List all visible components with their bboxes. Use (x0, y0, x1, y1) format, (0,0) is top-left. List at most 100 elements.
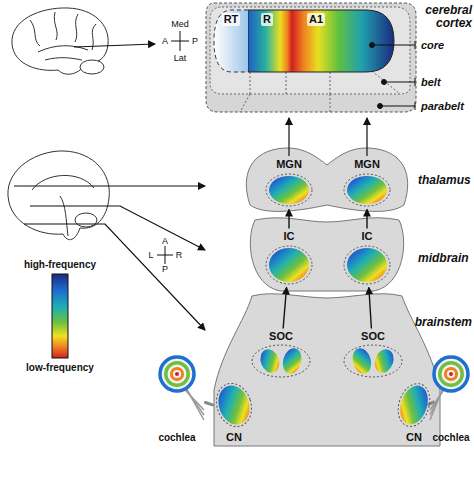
node-label: MGN (354, 158, 380, 171)
midbrain-shape (250, 218, 403, 291)
region-label: midbrain (418, 252, 469, 265)
pathway-arrow (366, 210, 367, 229)
nucleus-outline (393, 379, 435, 430)
cochlea-apex (175, 372, 179, 376)
core-region (248, 10, 394, 72)
axis-line (171, 41, 189, 42)
node-label: IC (284, 230, 295, 243)
slice-arrow (30, 206, 205, 250)
figure-group (160, 357, 204, 420)
cortical-field: A1 (286, 10, 346, 72)
field-border (250, 72, 251, 94)
node-label: cochlea (432, 431, 469, 444)
figure-group (430, 357, 468, 420)
figure-group (344, 345, 402, 377)
nucleus-soc: SOC (250, 330, 312, 378)
nucleus-mgn: MGN (342, 158, 392, 208)
field-border (330, 72, 331, 94)
node-label: cochlea (158, 431, 195, 444)
legend-label: high-frequency (24, 259, 96, 271)
nucleus-ic: IC (264, 230, 314, 286)
nucleus-cn: CN (214, 380, 254, 444)
area-label: belt (421, 76, 441, 89)
corpus-callosum (32, 175, 94, 190)
parabelt-region (206, 3, 416, 112)
cochlea-turn (445, 368, 456, 379)
gyrus (75, 14, 78, 42)
nucleus-outline (344, 345, 402, 377)
cochlea-figure (430, 342, 472, 444)
figure-group (344, 174, 390, 206)
field-border (286, 72, 287, 94)
thalamus-shape (246, 148, 407, 211)
orientation-letter: R (176, 250, 183, 260)
node-label: R (261, 13, 273, 26)
brainstem-shape (214, 294, 440, 446)
area-label: parabelt (421, 100, 464, 113)
slice-arrows (14, 186, 205, 330)
figure-group (266, 174, 312, 206)
axis-line (157, 255, 173, 256)
area-label: core (421, 39, 444, 52)
tonotopic-nucleus (214, 381, 255, 428)
nucleus-outline (252, 345, 310, 377)
figure-group (211, 379, 257, 431)
cerebellum (75, 213, 97, 227)
legend-label: low-frequency (26, 362, 94, 374)
tonotopic-nucleus (372, 347, 397, 376)
brain-outline (12, 8, 108, 74)
pointer-arrow (74, 44, 155, 47)
figure-group (252, 345, 310, 377)
rt-field (214, 10, 248, 72)
tonotopic-nucleus (280, 346, 304, 376)
slice-arrow (24, 224, 205, 330)
nucleus-mgn: MGN (264, 158, 314, 208)
node-label: CN (226, 431, 242, 444)
node-label: SOC (361, 330, 385, 343)
leader-bar (415, 102, 416, 110)
orientation-cross (171, 31, 189, 51)
nucleus-cn: CN (396, 380, 432, 444)
node-label: IC (362, 230, 373, 243)
tonotopic-nucleus (257, 347, 282, 376)
frequency-colorbar (52, 274, 68, 358)
gyrus (54, 12, 57, 40)
brain-sagittal (8, 151, 109, 240)
orientation-letter: L (148, 250, 153, 260)
cochlea-turn (166, 363, 188, 385)
tonotopic-nucleus (350, 346, 374, 376)
brain-outline (8, 151, 109, 240)
node-label: A1 (307, 13, 325, 26)
node-label: RT (222, 13, 241, 26)
gyrus (30, 20, 40, 46)
gyrus (45, 58, 82, 60)
slice-arrow (14, 185, 205, 186)
leader-line (380, 106, 415, 107)
figure-group (344, 246, 390, 284)
orientation-cross (157, 246, 173, 264)
leader-line (384, 82, 415, 83)
tonotopic-nucleus (269, 248, 309, 282)
nucleus-outline (266, 246, 312, 284)
ascending-arrow (366, 118, 367, 156)
cortical-field: RT (214, 10, 248, 72)
orientation-letter: P (162, 264, 168, 274)
nucleus-soc: SOC (342, 330, 404, 378)
orientation-letter: A (162, 236, 168, 246)
belt-region (210, 7, 410, 94)
leader-lines (370, 41, 416, 110)
cochlea-turn (171, 368, 182, 379)
nucleus-outline (344, 246, 390, 284)
field-border (330, 94, 331, 112)
field-borders (240, 71, 400, 112)
cochlea-apex (449, 372, 453, 376)
node-label: CN (406, 431, 422, 444)
figure-group (266, 246, 312, 284)
cochlea-figure: cochlea (430, 342, 472, 444)
cochlea-figure (150, 342, 204, 444)
node-label: MGN (276, 158, 302, 171)
cortical-field: R (248, 10, 286, 72)
tonotopic-nucleus (395, 382, 432, 428)
nucleus-outline (211, 379, 257, 431)
region-label: cerebral cortex (414, 4, 472, 30)
